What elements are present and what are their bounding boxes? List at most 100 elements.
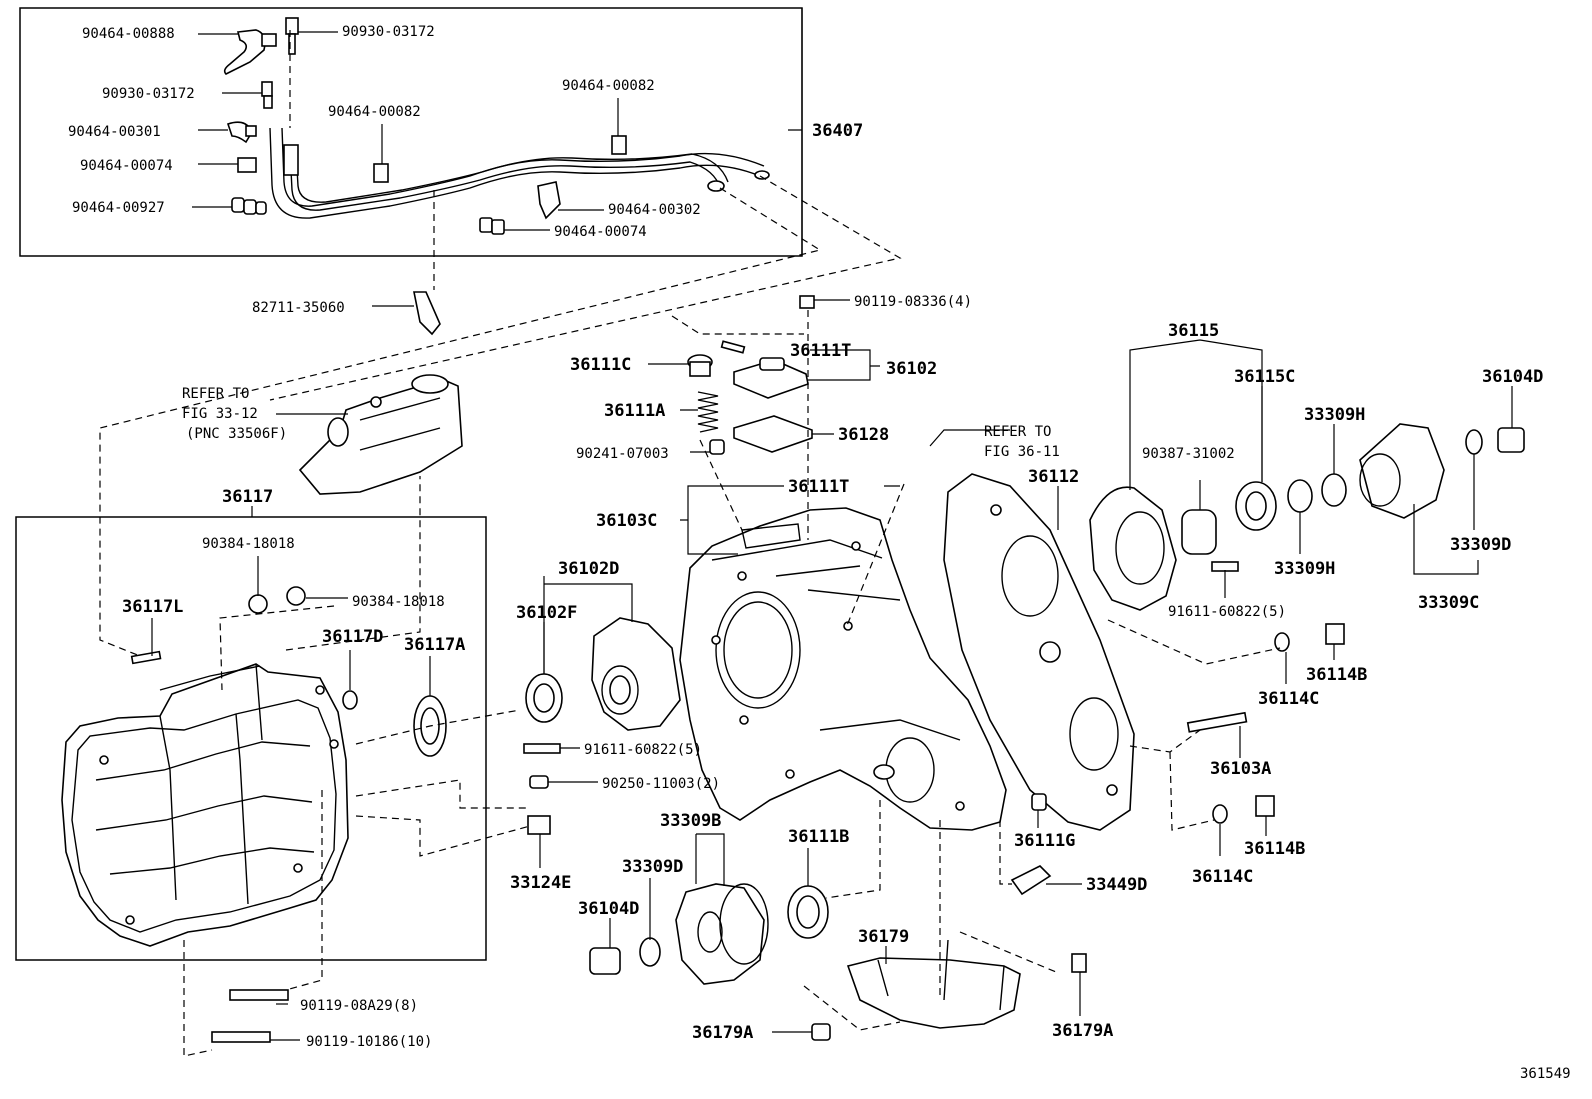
label-36117: 36117 — [222, 487, 273, 507]
ball-90241-07003 — [709, 439, 725, 455]
label-33309C: 33309C — [1418, 593, 1479, 613]
label-36112: 36112 — [1028, 467, 1079, 487]
label-36115C: 36115C — [1234, 367, 1295, 387]
seal-36111B — [787, 885, 829, 939]
flange-33309B — [675, 883, 769, 985]
label-36179: 36179 — [858, 927, 909, 947]
label-36102F: 36102F — [516, 603, 577, 623]
label-90119-08336: 90119-08336(4) — [854, 294, 972, 310]
label-36111B: 36111B — [788, 827, 849, 847]
label-36103A: 36103A — [1210, 759, 1271, 779]
label-90384-18018a: 90384-18018 — [202, 536, 295, 552]
extension-housing — [61, 663, 349, 947]
plug-90384-18018b — [286, 586, 306, 606]
dashed-guides — [99, 30, 1281, 1057]
gasket-36128 — [733, 415, 813, 453]
label-90464-00888: 90464-00888 — [82, 26, 175, 42]
label-36104D-b: 36104D — [578, 899, 639, 919]
bearing-36115C — [1235, 481, 1277, 531]
clip-90464-00082a — [373, 163, 389, 183]
label-36114B-b: 36114B — [1244, 839, 1305, 859]
bolt-90119-08A29 — [229, 989, 289, 1001]
label-36407: 36407 — [812, 121, 863, 141]
label-36102: 36102 — [886, 359, 937, 379]
label-36117A: 36117A — [404, 635, 465, 655]
label-90464-00302: 90464-00302 — [608, 202, 701, 218]
seal-36102F — [525, 673, 563, 723]
label-33309D-b: 33309D — [622, 857, 683, 877]
washer-33309D-a — [1465, 429, 1483, 455]
plug-36111C — [687, 354, 713, 377]
pin-36111G — [1031, 793, 1047, 811]
nut-36104D-b — [589, 947, 621, 975]
label-36111A: 36111A — [604, 401, 665, 421]
cover-36115 — [1089, 486, 1177, 611]
label-36102D: 36102D — [558, 559, 619, 579]
label-36111C: 36111C — [570, 355, 631, 375]
plug-36114B-b — [1255, 795, 1275, 817]
label-90464-00082a: 90464-00082 — [328, 104, 421, 120]
label-33309H-a: 33309H — [1304, 405, 1365, 425]
sensor-33124E — [527, 815, 551, 835]
plug-36117D — [342, 690, 358, 710]
label-82711-35060: 82711-35060 — [252, 300, 345, 316]
bolt-36179A-a — [811, 1023, 831, 1041]
bracket-36179 — [846, 939, 1021, 1029]
label-90464-00301: 90464-00301 — [68, 124, 161, 140]
label-36115: 36115 — [1168, 321, 1219, 341]
clip-90464-00302 — [537, 181, 561, 220]
bolt-91611-60822a — [1211, 561, 1239, 572]
adapter-housing — [298, 374, 463, 495]
ref1-line1: REFER TO — [182, 386, 249, 402]
label-90930-03172a: 90930-03172 — [342, 24, 435, 40]
clip-90464-00927 — [231, 197, 267, 215]
bolt-90119-08336 — [799, 295, 815, 309]
label-36128: 36128 — [838, 425, 889, 445]
label-91611-60822b: 91611-60822(5) — [584, 742, 702, 758]
plug-90384-18018a — [248, 594, 268, 614]
label-90241-07003: 90241-07003 — [576, 446, 669, 462]
label-36179A-b: 36179A — [1052, 1021, 1113, 1041]
label-33309D-a: 33309D — [1450, 535, 1511, 555]
bolt-36103A — [1186, 711, 1248, 733]
label-36103C: 36103C — [596, 511, 657, 531]
label-90464-00074b: 90464-00074 — [554, 224, 647, 240]
label-36111T-a: 36111T — [790, 341, 851, 361]
ref1-line3: (PNC 33506F) — [186, 426, 287, 442]
label-36111G: 36111G — [1014, 831, 1075, 851]
pin-90250-11003 — [529, 775, 549, 789]
label-90464-00074a: 90464-00074 — [80, 158, 173, 174]
spring-36111A — [697, 391, 719, 433]
label-36179A-a: 36179A — [692, 1023, 753, 1043]
seal-33309H-b — [1287, 479, 1313, 513]
label-33449D: 33449D — [1086, 875, 1147, 895]
leader-lines — [151, 8, 1513, 1041]
label-36114C-a: 36114C — [1258, 689, 1319, 709]
label-91611-60822a: 91611-60822(5) — [1168, 604, 1286, 620]
label-36114C-b: 36114C — [1192, 867, 1253, 887]
label-33124E: 33124E — [510, 873, 571, 893]
label-90387-31002: 90387-31002 — [1142, 446, 1235, 462]
label-90464-00082b: 90464-00082 — [562, 78, 655, 94]
ref1-line2: FIG 33-12 — [182, 406, 258, 422]
label-36111T-b: 36111T — [788, 477, 849, 497]
ref2-line2: FIG 36-11 — [984, 444, 1060, 460]
ref2-line1: REFER TO — [984, 424, 1051, 440]
pin-36117L — [130, 650, 162, 665]
label-36104D-a: 36104D — [1482, 367, 1543, 387]
bracket-36102D — [591, 617, 681, 731]
clip-90464-00074a — [237, 157, 257, 173]
label-90250-11003: 90250-11003(2) — [602, 776, 720, 792]
label-90119-10186: 90119-10186(10) — [306, 1034, 432, 1050]
figure-id: 361549 — [1520, 1066, 1571, 1082]
label-33309B: 33309B — [660, 811, 721, 831]
bolt-36179A-b — [1071, 953, 1087, 973]
plug-36114B-a — [1325, 623, 1345, 645]
plug-90930-03172b — [261, 81, 273, 109]
clip-90464-00888 — [223, 29, 277, 75]
label-36117D: 36117D — [322, 627, 383, 647]
label-90384-18018b: 90384-18018 — [352, 594, 445, 610]
label-36114B-a: 36114B — [1306, 665, 1367, 685]
seal-33309H-a — [1321, 473, 1347, 507]
